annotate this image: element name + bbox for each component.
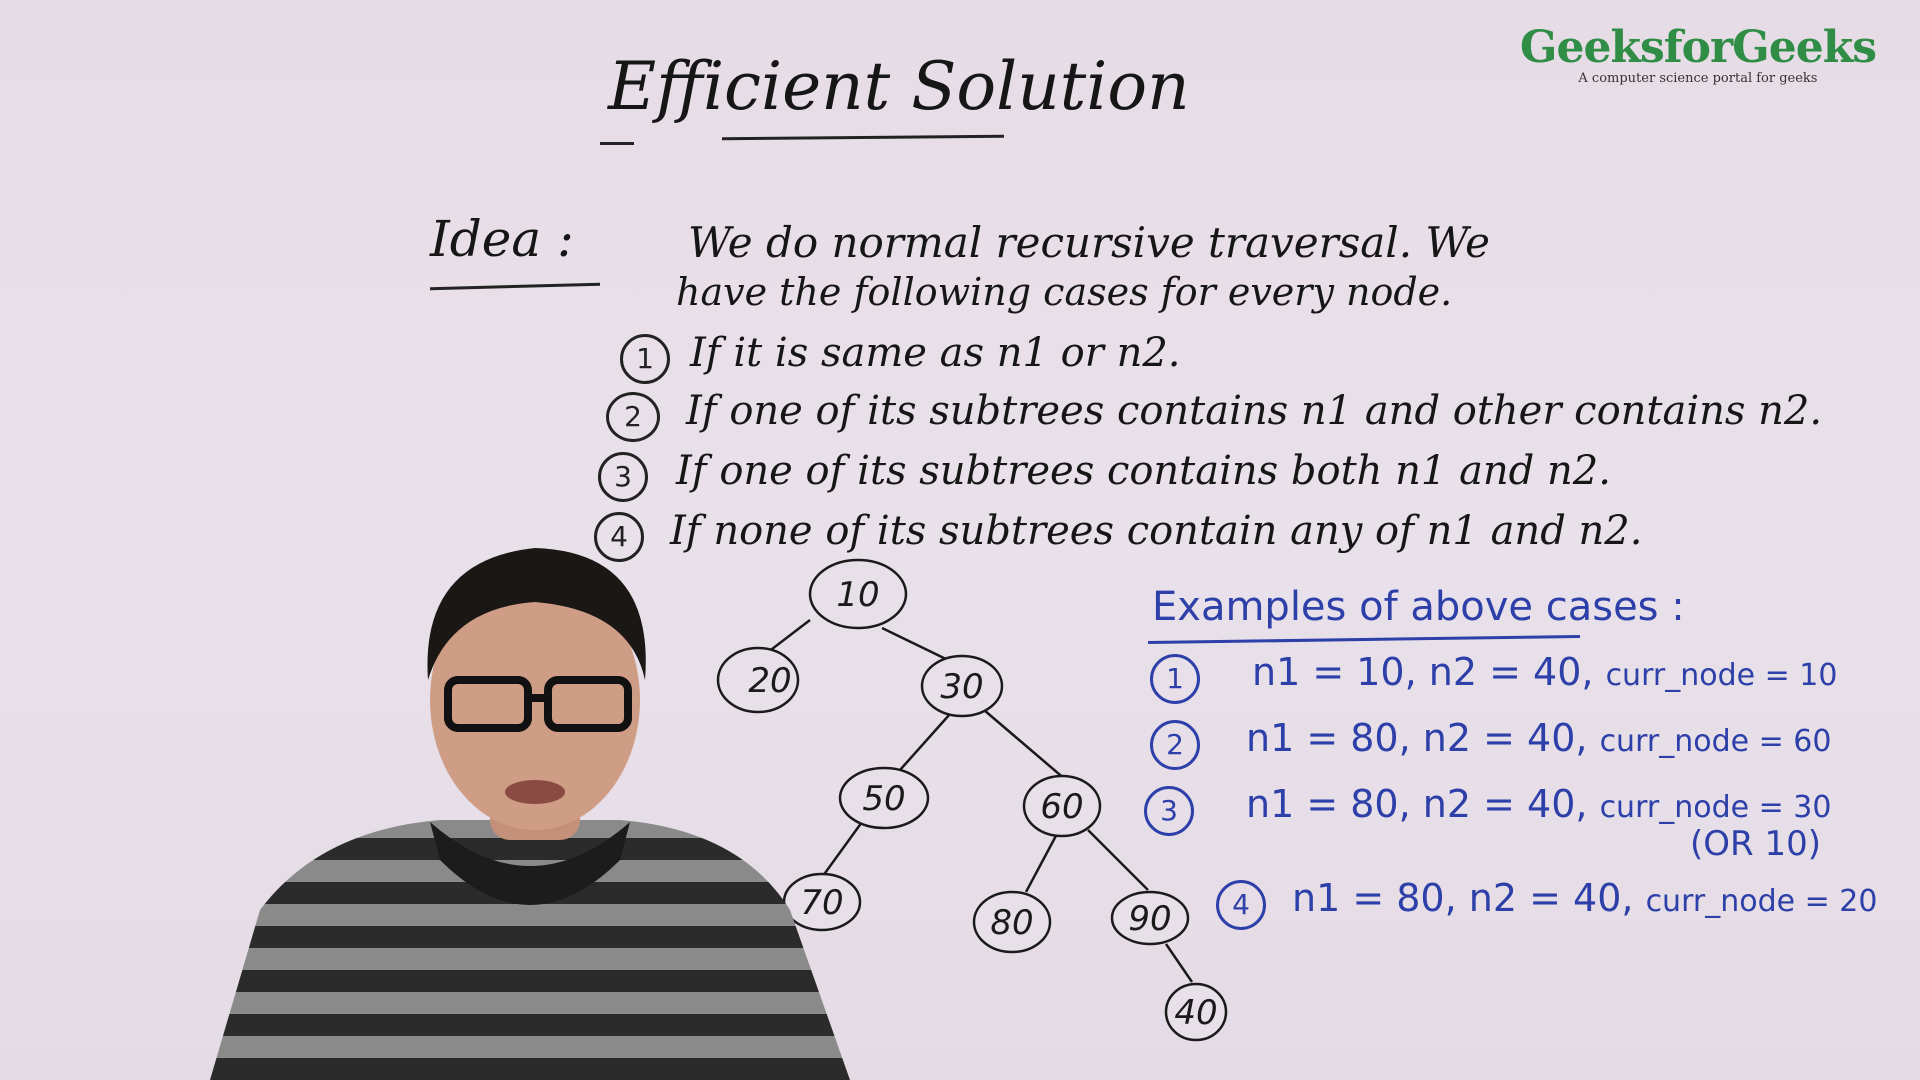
glasses-icon [444, 676, 632, 732]
tree-node-10-label: 10 [836, 575, 879, 615]
case-4-text: If none of its subtrees contain any of n… [670, 508, 1643, 554]
logo-text: GeeksforGeeks [1519, 22, 1877, 73]
tree-node-50: 50 [838, 766, 930, 830]
case-number-2: 2 [606, 392, 660, 442]
tree-node-90-label: 90 [1128, 899, 1171, 939]
example-3: n1 = 80, n2 = 40, curr_node = 30 [1246, 782, 1831, 826]
tree-node-30-label: 30 [940, 667, 983, 707]
tree-node-60: 60 [1022, 774, 1102, 838]
example-1: n1 = 10, n2 = 40, curr_node = 10 [1252, 650, 1837, 694]
example-3-node: curr_node = 30 [1599, 790, 1832, 825]
example-number-2: 2 [1150, 720, 1200, 770]
idea-label: Idea : [430, 210, 574, 268]
tree-node-40-label: 40 [1174, 993, 1217, 1033]
tree-node-30: 30 [920, 654, 1004, 718]
presenter-hair [427, 548, 646, 680]
case-2-text: If one of its subtrees contains n1 and o… [686, 388, 1823, 434]
example-number-4: 4 [1216, 880, 1266, 930]
example-3-values: n1 = 80, n2 = 40, [1246, 782, 1588, 826]
logo-tagline: A computer science portal for geeks [1578, 71, 1818, 86]
case-3-text: If one of its subtrees contains both n1 … [676, 448, 1611, 494]
example-1-node: curr_node = 10 [1605, 658, 1838, 693]
example-number-3: 3 [1144, 786, 1194, 836]
presenter-collar [430, 822, 630, 905]
example-3-alternative: (OR 10) [1690, 824, 1821, 864]
board-title: Efficient Solution [608, 48, 1190, 125]
example-4: n1 = 80, n2 = 40, curr_node = 20 [1292, 876, 1877, 920]
presenter-sweater [210, 820, 850, 1080]
example-4-node: curr_node = 20 [1645, 884, 1878, 919]
example-2: n1 = 80, n2 = 40, curr_node = 60 [1246, 716, 1831, 760]
tree-node-20-label: 20 [748, 661, 791, 701]
tree-node-80-label: 80 [990, 903, 1033, 943]
presenter-figure [210, 548, 850, 1080]
tree-node-20: 20 [716, 646, 800, 714]
tree-node-50-label: 50 [862, 779, 905, 819]
example-4-values: n1 = 80, n2 = 40, [1292, 876, 1634, 920]
example-2-values: n1 = 80, n2 = 40, [1246, 716, 1588, 760]
title-underline-small [600, 142, 634, 145]
tree-node-70-label: 70 [800, 883, 843, 923]
case-number-4: 4 [594, 512, 644, 562]
idea-line-2: have the following cases for every node. [676, 270, 1453, 314]
tree-node-10: 10 [808, 558, 908, 630]
tree-node-40: 40 [1164, 982, 1228, 1042]
case-number-3: 3 [598, 452, 648, 502]
geeksforgeeks-logo: GeeksforGeeks A computer science portal … [1519, 22, 1877, 86]
example-number-1: 1 [1150, 654, 1200, 704]
tree-node-90: 90 [1110, 890, 1190, 946]
example-2-node: curr_node = 60 [1599, 724, 1832, 759]
idea-line-1: We do normal recursive traversal. We [688, 218, 1491, 267]
tree-node-70: 70 [782, 872, 862, 932]
example-1-values: n1 = 10, n2 = 40, [1252, 650, 1594, 694]
presenter-mouth [505, 780, 565, 804]
tree-node-80: 80 [972, 890, 1052, 954]
case-1-text: If it is same as n1 or n2. [690, 330, 1181, 376]
case-number-1: 1 [620, 334, 670, 384]
examples-title: Examples of above cases : [1152, 584, 1685, 630]
tree-node-60-label: 60 [1040, 787, 1083, 827]
